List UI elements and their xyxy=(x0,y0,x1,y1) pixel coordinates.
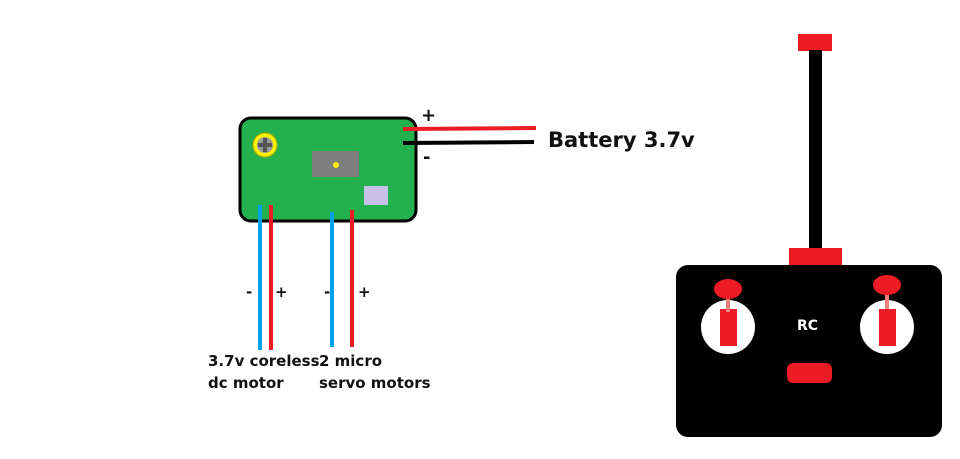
servo-plus-sign: + xyxy=(358,283,371,301)
battery-plus-sign: + xyxy=(421,105,437,126)
chip-led xyxy=(333,162,339,168)
battery-label: Battery 3.7v xyxy=(548,128,695,152)
remote-button xyxy=(787,363,832,383)
left-joystick xyxy=(701,279,755,354)
servo-label: 2 micro servo motors xyxy=(319,350,431,394)
antenna xyxy=(809,50,822,250)
battery-positive-wire xyxy=(402,126,537,131)
antenna-base xyxy=(789,248,842,266)
motor-plus-sign: + xyxy=(275,283,288,301)
battery-minus-sign: - xyxy=(423,147,431,168)
servo-label-line2: servo motors xyxy=(319,374,431,392)
right-joystick xyxy=(860,275,914,354)
board-connector xyxy=(364,186,388,205)
screw-icon xyxy=(252,132,278,158)
servo-label-line1: 2 micro xyxy=(319,352,383,370)
motor-label-line1: 3.7v coreless xyxy=(208,352,320,370)
servo-minus-sign: - xyxy=(324,283,331,301)
motor-minus-sign: - xyxy=(246,283,253,301)
motor-label: 3.7v coreless dc motor xyxy=(208,350,320,394)
battery-negative-wire xyxy=(402,140,535,145)
motor-label-line2: dc motor xyxy=(208,374,284,392)
remote-label: RC xyxy=(797,318,819,334)
antenna-tip xyxy=(798,34,832,51)
rc-transmitter xyxy=(676,34,942,437)
